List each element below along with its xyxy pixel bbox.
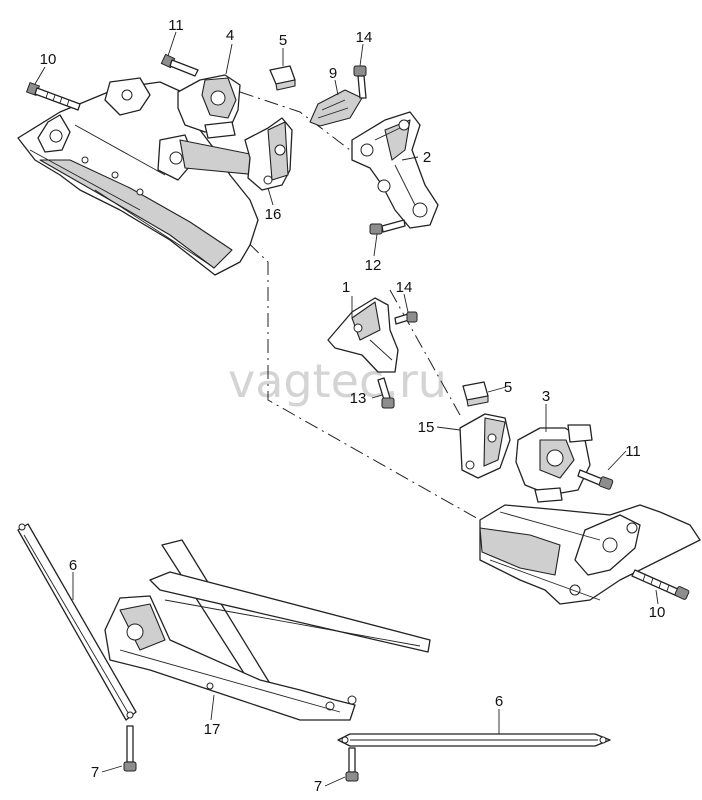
subframe-front-right: [479, 504, 701, 605]
callout-13: 13: [350, 390, 367, 407]
bolt-10-lower: [631, 569, 690, 600]
callout-10-upper: 10: [40, 51, 57, 68]
bolt-13: [377, 377, 395, 409]
heat-shield-9: [309, 89, 363, 127]
engine-mount-3: [515, 424, 593, 503]
callout-12: 12: [365, 257, 382, 274]
callout-6-right: 6: [495, 693, 503, 710]
cap-5-lower: [462, 381, 489, 407]
bolt-14-lower: [394, 311, 418, 325]
callout-2: 2: [423, 149, 431, 166]
bolt-10-upper: [25, 81, 81, 111]
gearbox-bracket-2: [351, 111, 439, 229]
engine-mount-4: [177, 74, 241, 139]
assembly-line-upper: [239, 91, 351, 151]
callout-7-right: 7: [314, 778, 322, 795]
callout-14-upper: 14: [356, 29, 373, 46]
subframe-front-left: [17, 77, 259, 276]
bolt-14-upper: [353, 65, 367, 99]
callout-14-lower: 14: [396, 279, 413, 296]
assembly-line-right: [389, 289, 461, 416]
bolt-11-upper: [160, 53, 199, 77]
bolt-12: [369, 219, 406, 235]
watermark: vagtec.ru: [228, 354, 447, 408]
callout-7-left: 7: [91, 764, 99, 781]
bracket-16: [244, 117, 293, 191]
callout-11-upper: 11: [168, 17, 184, 34]
callout-3: 3: [542, 388, 550, 405]
bracket-15: [459, 413, 511, 479]
brace-bar-6-right: [337, 733, 611, 747]
callout-5-upper: 5: [279, 32, 287, 49]
callout-6-left: 6: [69, 557, 77, 574]
callout-9: 9: [329, 65, 337, 82]
bolt-7-right: [345, 747, 359, 782]
callout-17: 17: [204, 721, 221, 738]
callout-15: 15: [418, 419, 435, 436]
callout-16: 16: [265, 206, 282, 223]
callout-1: 1: [342, 279, 350, 296]
cap-5-upper: [269, 65, 296, 91]
callout-11-lower: 11: [625, 443, 641, 460]
callout-10-lower: 10: [649, 604, 666, 621]
bolt-7-left: [123, 725, 137, 772]
callout-4: 4: [226, 27, 234, 44]
brace-bar-6-left: [17, 523, 137, 721]
reinforcement-frame-17: [104, 539, 431, 721]
callout-5-lower: 5: [504, 379, 512, 396]
bolt-11-lower: [577, 469, 614, 490]
gearbox-support-1: [327, 297, 399, 373]
